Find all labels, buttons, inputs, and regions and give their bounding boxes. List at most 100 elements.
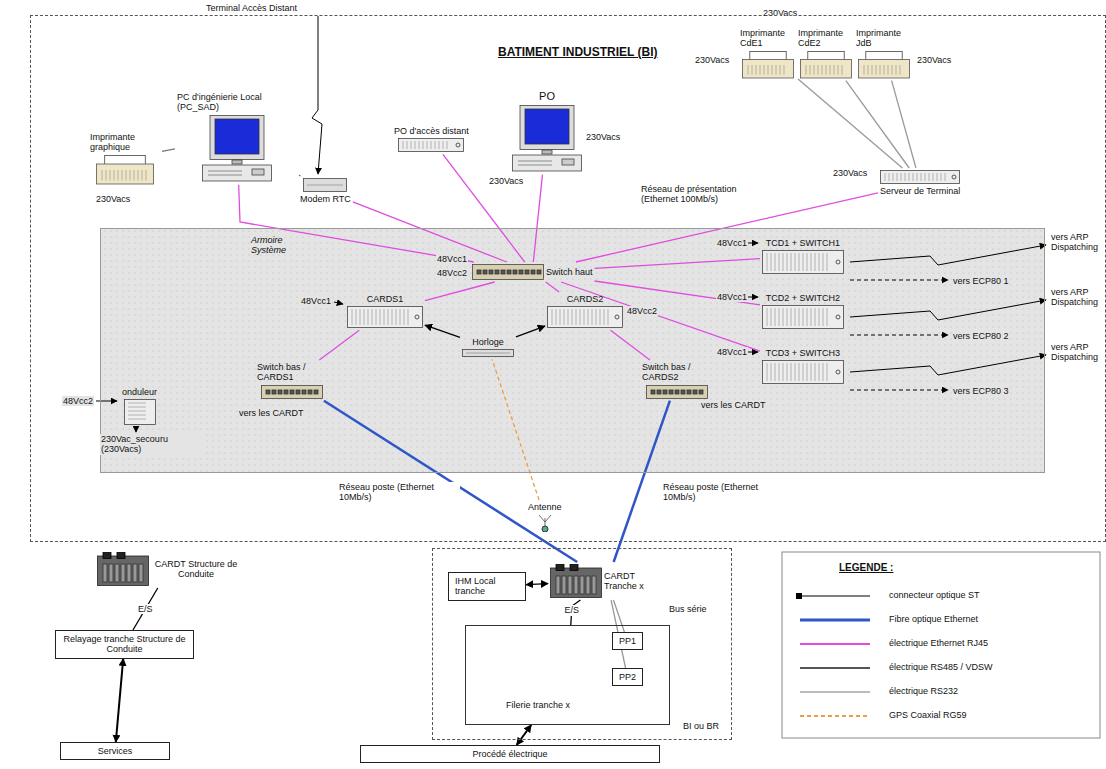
remote-access-link xyxy=(312,16,322,174)
device-icon xyxy=(472,264,544,280)
icon-part xyxy=(539,515,545,522)
cabinet-texture xyxy=(100,228,1045,473)
device-icon xyxy=(462,349,514,357)
note-label: 48Vcc1 xyxy=(716,238,748,248)
icon-part xyxy=(128,411,146,412)
icon-part xyxy=(210,115,264,159)
icon-part xyxy=(827,308,828,326)
legend-sample xyxy=(800,596,870,597)
icon-part xyxy=(596,309,597,325)
icon-part xyxy=(138,170,139,181)
icon-part xyxy=(463,350,514,357)
node-label: Imprimante JdB xyxy=(856,28,912,49)
legend-entry: électrique RS485 / VDSW xyxy=(888,662,994,672)
device-icon xyxy=(347,306,423,328)
icon-part xyxy=(419,141,420,149)
icon-part xyxy=(439,141,440,149)
device-icon xyxy=(512,105,582,173)
icon-part xyxy=(266,390,270,394)
note-label: LEGENDE : xyxy=(838,562,894,574)
icon-part xyxy=(791,253,792,271)
icon-part xyxy=(146,170,147,181)
device-icon xyxy=(202,115,272,183)
device-icon xyxy=(858,51,910,79)
icon-part xyxy=(880,65,881,75)
device-icon xyxy=(742,51,794,79)
ecp-link xyxy=(850,390,948,391)
label-holder: électrique Ethernet RJ45 xyxy=(888,638,989,648)
icon-part xyxy=(787,253,788,271)
icon-part xyxy=(542,150,552,154)
label-holder: 48Vcc2 xyxy=(626,306,658,316)
icon-part xyxy=(384,309,385,325)
connector xyxy=(353,202,507,262)
icon-part xyxy=(290,390,294,394)
icon-part xyxy=(775,363,776,381)
icon-part xyxy=(941,173,942,181)
icon-part xyxy=(900,65,901,75)
device-icon xyxy=(537,514,553,532)
icon-part xyxy=(121,564,125,582)
label-holder: Bus série xyxy=(668,604,708,614)
connector-label: Réseau poste (Ethernet 10Mb/s) xyxy=(338,482,460,503)
icon-part xyxy=(819,253,820,271)
icon-part xyxy=(568,309,569,325)
process-box: IHM Local tranche xyxy=(448,572,526,601)
icon-part xyxy=(356,309,357,325)
icon-part xyxy=(588,309,589,325)
node-label: PP1 xyxy=(619,636,636,646)
icon-part xyxy=(608,309,609,325)
note-label: 48Vcc1 xyxy=(716,347,748,357)
icon-part xyxy=(404,309,405,325)
note-label: 48Vcc2 xyxy=(626,306,658,316)
device-icon xyxy=(124,399,156,425)
node-label: Services xyxy=(98,746,133,756)
icon-part xyxy=(518,164,552,165)
icon-part xyxy=(945,173,946,181)
icon-part xyxy=(531,270,535,274)
icon-part xyxy=(411,141,412,149)
icon-part xyxy=(933,173,934,181)
icon-part xyxy=(572,309,573,325)
icon-part xyxy=(795,253,796,271)
legend-entry: Fibre optique Ethernet xyxy=(888,614,979,624)
icon-part xyxy=(604,309,605,325)
icon-part xyxy=(937,173,938,181)
icon-part xyxy=(767,363,768,381)
device-node: TCD1 + SWITCH1 xyxy=(760,236,846,276)
supply-arrow xyxy=(748,243,758,244)
node-label: CARDT Structure de Conduite xyxy=(151,559,241,580)
note-label: vers ECP80 1 xyxy=(952,276,1010,286)
process-box: Relayage tranche Structure de Conduite xyxy=(55,630,194,659)
device-node: Imprimante graphique xyxy=(88,130,162,187)
icon-part xyxy=(743,59,794,78)
process-box: PP2 xyxy=(612,668,643,686)
icon-part xyxy=(307,185,343,186)
legend-entry: GPS Coaxial RG59 xyxy=(888,710,968,720)
icon-part xyxy=(122,170,123,181)
icon-part xyxy=(562,576,566,594)
node-label: Relayage tranche Structure de Conduite xyxy=(62,634,187,655)
icon-part xyxy=(776,65,777,75)
icon-part xyxy=(103,553,111,559)
connector xyxy=(162,149,175,151)
icon-part xyxy=(548,307,623,328)
connector xyxy=(533,175,542,262)
icon-part xyxy=(368,309,369,325)
icon-part xyxy=(407,141,408,149)
icon-part xyxy=(822,65,823,75)
icon-part xyxy=(600,309,601,325)
icon-part xyxy=(130,170,131,181)
icon-part xyxy=(752,65,753,75)
connector xyxy=(299,174,301,176)
label-holder: vers les CARDT xyxy=(700,400,767,410)
icon-part xyxy=(917,173,918,181)
icon-part xyxy=(823,363,824,381)
icon-part xyxy=(109,564,113,582)
icon-part xyxy=(431,141,432,149)
icon-part xyxy=(396,309,397,325)
node-label: PO xyxy=(539,90,555,103)
icon-part xyxy=(827,363,828,381)
icon-part xyxy=(252,169,264,175)
icon-part xyxy=(513,155,582,171)
